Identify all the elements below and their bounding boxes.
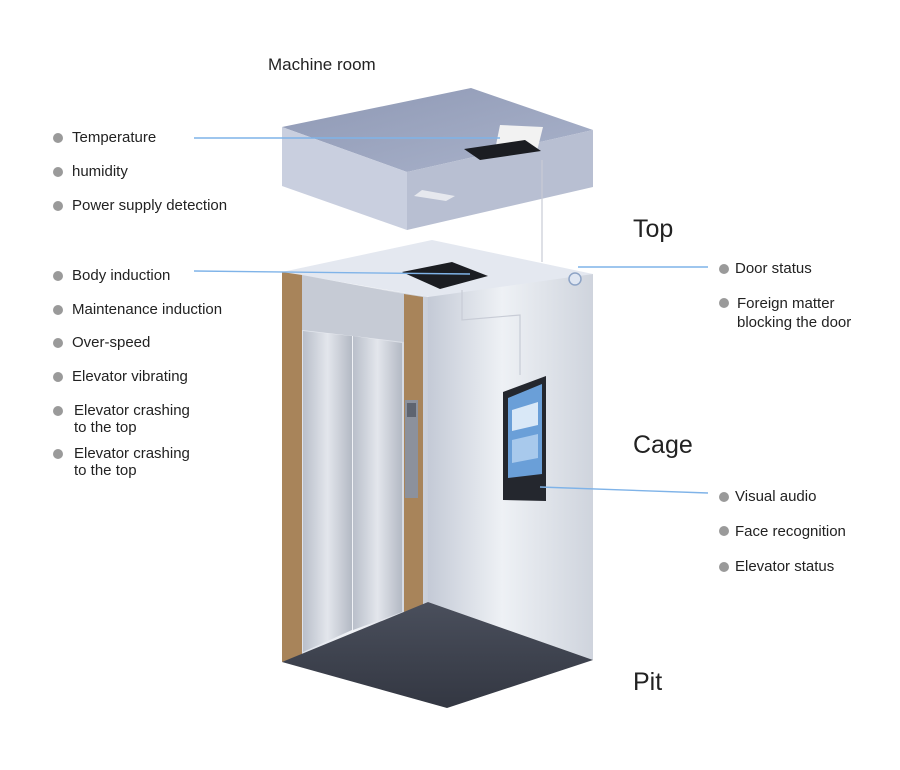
- feature-crashing-top-2: Elevator crashing to the top: [74, 445, 190, 479]
- bullet: [53, 133, 63, 143]
- bullet: [53, 372, 63, 382]
- bullet: [53, 449, 63, 459]
- bullet: [53, 201, 63, 211]
- feature-foreign-matter: Foreign matter blocking the door: [737, 295, 852, 331]
- bullet: [719, 562, 729, 572]
- door-frame-left: [282, 272, 302, 662]
- bullet: [53, 406, 63, 416]
- elevator-car: [282, 240, 593, 708]
- feature-power-supply: Power supply detection: [72, 197, 228, 214]
- section-top-label: Top: [633, 215, 674, 243]
- machine-room-box: [282, 88, 593, 230]
- feature-crashing-top-1: Elevator crashing to the top: [74, 402, 190, 436]
- bullet: [719, 264, 729, 274]
- feature-visual-audio: Visual audio: [735, 488, 817, 505]
- feature-humidity: humidity: [72, 163, 128, 180]
- bullet: [719, 298, 729, 308]
- bullet: [719, 526, 729, 536]
- door-leaf-left: [303, 331, 352, 652]
- feature-temperature: Temperature: [72, 129, 157, 146]
- call-button-panel: [405, 400, 418, 498]
- bullet: [53, 271, 63, 281]
- connector-screen: [539, 486, 709, 494]
- section-pit-label: Pit: [633, 668, 663, 696]
- feature-face-recognition: Face recognition: [735, 523, 846, 540]
- bullet: [53, 338, 63, 348]
- machine-room-title: Machine room: [268, 55, 376, 74]
- section-cage-label: Cage: [633, 431, 693, 459]
- feature-body-induction: Body induction: [72, 267, 171, 284]
- bullet: [53, 167, 63, 177]
- bullet: [719, 492, 729, 502]
- feature-over-speed: Over-speed: [72, 334, 151, 351]
- feature-elevator-status: Elevator status: [735, 558, 835, 575]
- feature-maintenance-induction: Maintenance induction: [72, 301, 223, 318]
- connector-top-sensor: [193, 270, 471, 275]
- top-sensor-device: [402, 262, 488, 289]
- door-leaf-right: [353, 336, 402, 630]
- machine-room-sensor-device: [464, 140, 541, 160]
- feature-door-status: Door status: [735, 260, 812, 277]
- door-camera-icon: [568, 272, 582, 286]
- bullet: [53, 305, 63, 315]
- feature-elevator-vibrating: Elevator vibrating: [72, 368, 188, 385]
